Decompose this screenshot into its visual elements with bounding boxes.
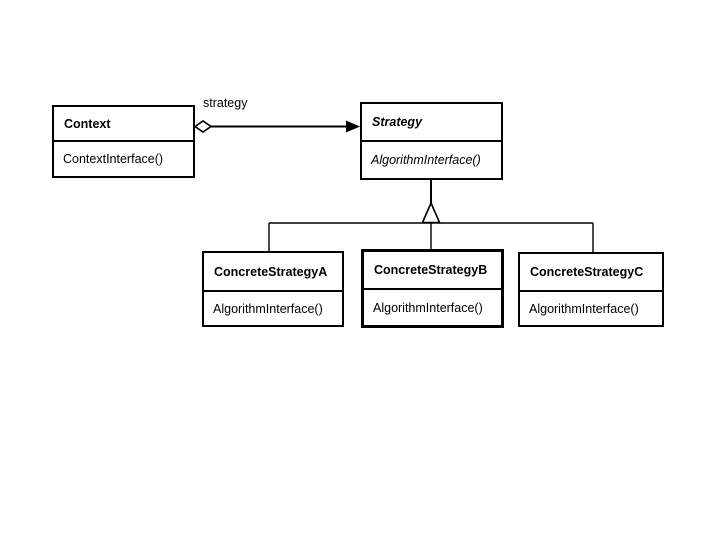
association-arrowhead xyxy=(346,120,360,133)
class-box-concrete-strategy-c: ConcreteStrategyC AlgorithmInterface() xyxy=(518,252,664,327)
class-method-concrete-strategy-c: AlgorithmInterface() xyxy=(529,301,639,316)
class-method-strategy: AlgorithmInterface() xyxy=(371,153,481,167)
class-name-concrete-strategy-b: ConcreteStrategyB xyxy=(364,252,501,290)
class-box-concrete-strategy-a: ConcreteStrategyA AlgorithmInterface() xyxy=(202,251,344,327)
class-name-concrete-strategy-c: ConcreteStrategyC xyxy=(520,254,662,292)
class-method-concrete-strategy-a: AlgorithmInterface() xyxy=(213,301,323,316)
association-label: strategy xyxy=(203,96,248,110)
inheritance-triangle xyxy=(421,200,441,224)
class-box-concrete-strategy-b: ConcreteStrategyB AlgorithmInterface() xyxy=(361,249,504,328)
class-box-strategy: Strategy AlgorithmInterface() xyxy=(360,102,503,180)
class-name-concrete-strategy-a: ConcreteStrategyA xyxy=(204,253,342,292)
class-method-concrete-strategy-b: AlgorithmInterface() xyxy=(373,300,483,315)
class-box-context: Context ContextInterface() xyxy=(52,105,195,178)
aggregation-diamond xyxy=(193,120,213,133)
class-name-strategy: Strategy xyxy=(362,104,501,142)
class-name-context: Context xyxy=(54,107,193,142)
class-method-context: ContextInterface() xyxy=(63,152,164,166)
